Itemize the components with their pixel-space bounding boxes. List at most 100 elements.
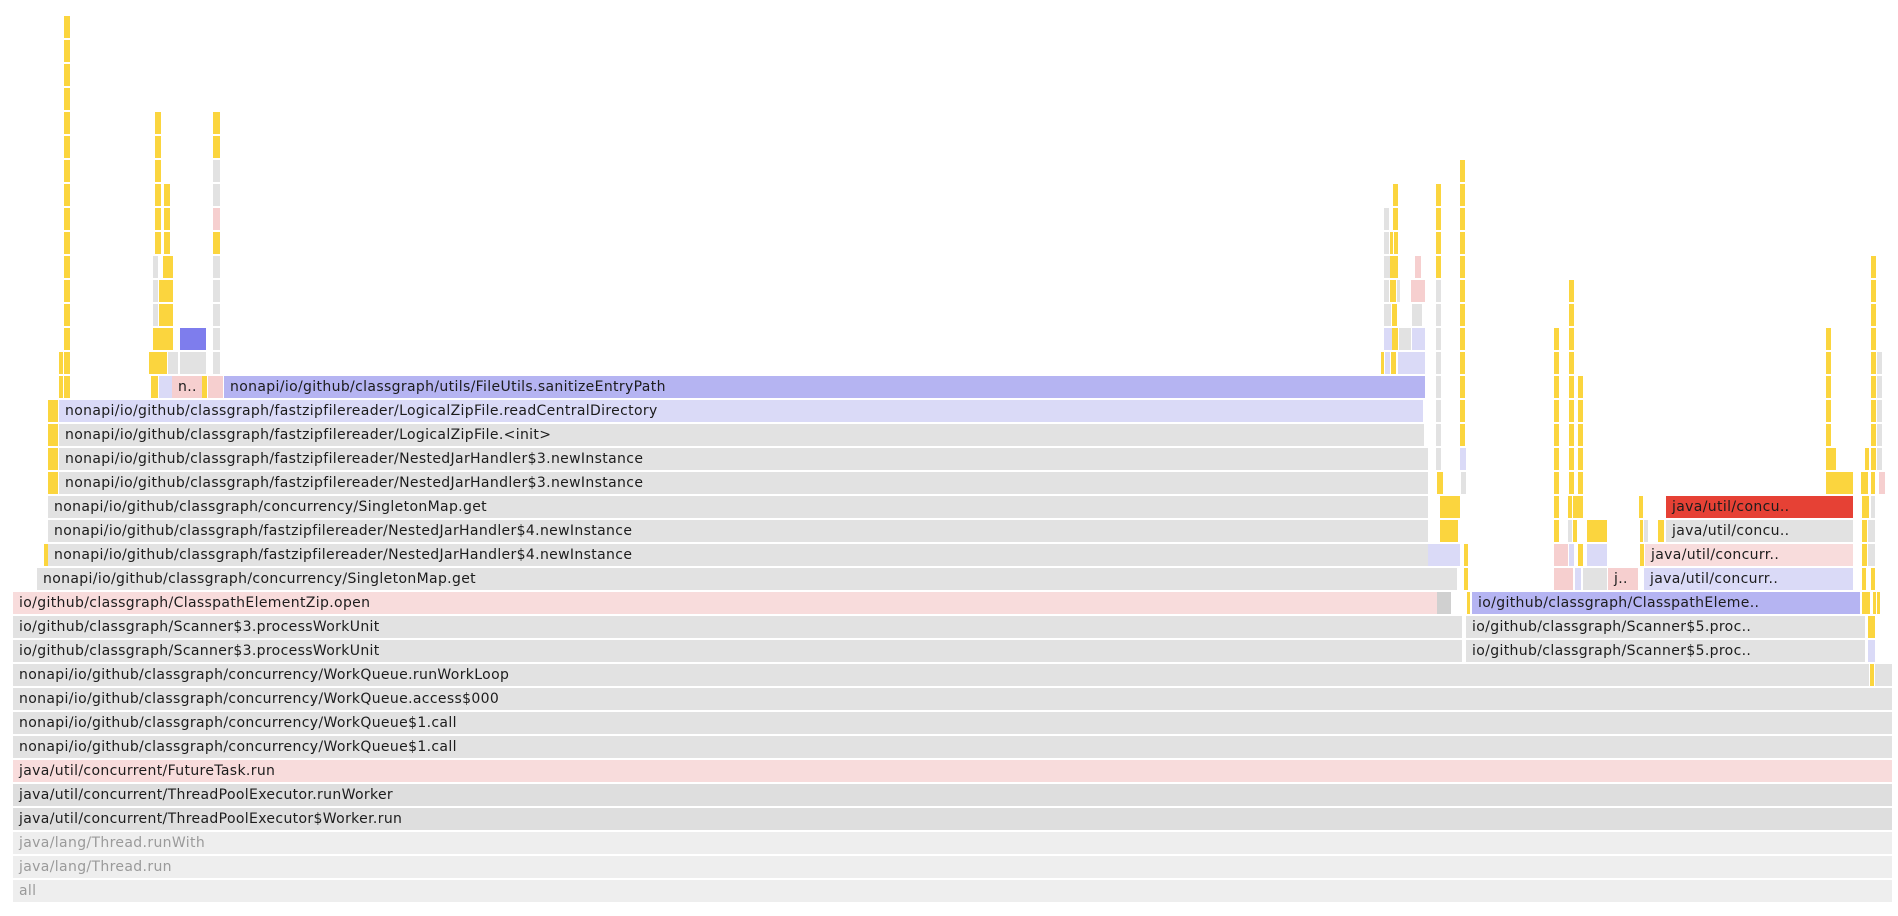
frame[interactable] [1871, 304, 1876, 326]
frame-nonapi-io-github-classgraph-concurrency-[interactable]: nonapi/io/github/classgraph/concurrency/… [48, 496, 1428, 518]
frame[interactable] [44, 544, 48, 566]
frame[interactable] [1460, 304, 1465, 326]
frame-nonapi-io-github-classgraph-fastzipfiler[interactable]: nonapi/io/github/classgraph/fastzipfiler… [48, 520, 1428, 542]
frame[interactable] [155, 208, 161, 230]
frame[interactable] [213, 256, 220, 278]
frame[interactable] [164, 184, 170, 206]
frame[interactable] [168, 352, 178, 374]
frame[interactable] [64, 208, 70, 230]
frame[interactable] [1554, 376, 1559, 398]
frame[interactable] [1412, 328, 1425, 350]
frame[interactable] [1436, 232, 1441, 254]
frame[interactable] [1871, 472, 1875, 494]
frame[interactable] [1390, 232, 1393, 254]
frame[interactable] [1871, 328, 1876, 350]
frame[interactable] [64, 376, 70, 398]
frame[interactable] [1573, 496, 1583, 518]
frame[interactable] [1865, 448, 1869, 470]
frame[interactable] [1393, 184, 1398, 206]
frame[interactable] [64, 304, 70, 326]
frame[interactable] [1826, 376, 1831, 398]
frame-nonapi-io-github-classgraph-concurrency-[interactable]: nonapi/io/github/classgraph/concurrency/… [37, 568, 1457, 590]
frame[interactable] [153, 280, 158, 302]
frame[interactable] [1578, 472, 1583, 494]
frame[interactable] [64, 352, 70, 374]
frame[interactable] [213, 352, 220, 374]
frame[interactable] [1392, 304, 1397, 326]
frame[interactable] [1464, 544, 1468, 566]
frame[interactable] [1568, 520, 1572, 542]
frame[interactable] [1640, 520, 1643, 542]
frame[interactable] [1862, 520, 1867, 542]
frame[interactable] [159, 304, 173, 326]
frame[interactable] [1875, 664, 1892, 686]
frame[interactable] [1862, 592, 1870, 614]
frame[interactable] [1554, 400, 1559, 422]
frame[interactable] [1871, 280, 1876, 302]
frame-io-github-classgraph-scanner-3-processwo[interactable]: io/github/classgraph/Scanner$3.processWo… [13, 616, 1462, 638]
frame[interactable] [64, 88, 70, 110]
frame-nonapi-io-github-classgraph-fastzipfiler[interactable]: nonapi/io/github/classgraph/fastzipfiler… [59, 448, 1428, 470]
frame-nonapi-io-github-classgraph-fastzipfiler[interactable]: nonapi/io/github/classgraph/fastzipfiler… [48, 544, 1428, 566]
frame[interactable] [213, 328, 220, 350]
frame-n-[interactable]: n.. [172, 376, 202, 398]
frame[interactable] [1460, 208, 1465, 230]
frame[interactable] [1640, 544, 1644, 566]
frame[interactable] [1436, 184, 1441, 206]
frame[interactable] [1428, 544, 1460, 566]
frame[interactable] [1826, 472, 1853, 494]
frame[interactable] [1826, 400, 1831, 422]
frame[interactable] [1460, 232, 1465, 254]
frame[interactable] [1460, 376, 1465, 398]
frame[interactable] [1554, 424, 1559, 446]
frame[interactable] [59, 352, 63, 374]
frame[interactable] [1554, 544, 1568, 566]
frame[interactable] [1868, 640, 1875, 662]
frame[interactable] [213, 112, 220, 134]
frame[interactable] [48, 424, 58, 446]
frame[interactable] [64, 184, 70, 206]
frame[interactable] [155, 160, 161, 182]
frame[interactable] [1871, 496, 1875, 518]
frame-io-github-classgraph-classpatheleme-[interactable]: io/github/classgraph/ClasspathEleme.. [1472, 592, 1860, 614]
frame-nonapi-io-github-classgraph-fastzipfiler[interactable]: nonapi/io/github/classgraph/fastzipfiler… [59, 400, 1423, 422]
frame[interactable] [64, 112, 70, 134]
frame[interactable] [180, 328, 206, 350]
frame[interactable] [1569, 352, 1574, 374]
frame[interactable] [1569, 448, 1574, 470]
frame[interactable] [1871, 448, 1876, 470]
frame[interactable] [1554, 568, 1573, 590]
frame[interactable] [1436, 256, 1441, 278]
frame[interactable] [1384, 208, 1389, 230]
frame-java-util-concurrent-threadpoolexecutor-[interactable]: java/util/concurrent/ThreadPoolExecutor$… [13, 808, 1892, 830]
frame-j-[interactable]: j.. [1608, 568, 1638, 590]
frame-io-github-classgraph-scanner-3-processwo[interactable]: io/github/classgraph/Scanner$3.processWo… [13, 640, 1462, 662]
frame[interactable] [155, 136, 161, 158]
frame[interactable] [1877, 352, 1882, 374]
frame[interactable] [1871, 400, 1876, 422]
frame[interactable] [1862, 568, 1866, 590]
frame[interactable] [1569, 280, 1574, 302]
frame-nonapi-io-github-classgraph-fastzipfiler[interactable]: nonapi/io/github/classgraph/fastzipfiler… [59, 424, 1424, 446]
frame[interactable] [1436, 424, 1441, 446]
frame[interactable] [1460, 184, 1465, 206]
frame[interactable] [59, 376, 63, 398]
frame[interactable] [1879, 472, 1885, 494]
frame[interactable] [1437, 472, 1443, 494]
frame[interactable] [1862, 544, 1867, 566]
frame[interactable] [1440, 520, 1458, 542]
frame[interactable] [64, 256, 70, 278]
frame[interactable] [1393, 208, 1398, 230]
frame[interactable] [1861, 472, 1868, 494]
frame[interactable] [1554, 352, 1559, 374]
frame-io-github-classgraph-scanner-5-proc-[interactable]: io/github/classgraph/Scanner$5.proc.. [1466, 640, 1865, 662]
frame[interactable] [1390, 256, 1398, 278]
frame[interactable] [164, 232, 170, 254]
frame-io-github-classgraph-scanner-5-proc-[interactable]: io/github/classgraph/Scanner$5.proc.. [1466, 616, 1865, 638]
frame[interactable] [159, 376, 172, 398]
frame[interactable] [159, 280, 173, 302]
frame[interactable] [1569, 304, 1574, 326]
frame[interactable] [1578, 400, 1583, 422]
frame[interactable] [1871, 256, 1876, 278]
frame[interactable] [1392, 328, 1398, 350]
